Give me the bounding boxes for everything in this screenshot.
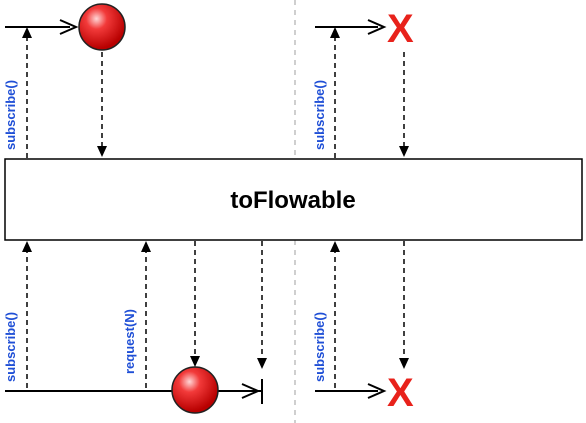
right-bottom-subscribe-arrow	[330, 241, 340, 388]
left-top-emission-arrow	[97, 52, 107, 157]
right-source-timeline	[315, 19, 387, 35]
result-item-marble	[171, 366, 219, 414]
left-bottom-subscribe-label: subscribe()	[3, 312, 18, 382]
left-result-timeline	[5, 379, 263, 404]
request-label: request(N)	[122, 309, 137, 374]
right-top-subscribe-label: subscribe()	[312, 80, 327, 150]
result-complete-arrow	[257, 241, 267, 369]
right-bottom-subscribe-label: subscribe()	[312, 312, 327, 382]
left-bottom-subscribe-arrow	[22, 241, 32, 388]
source-item-marble	[78, 3, 126, 51]
left-top-subscribe-arrow	[22, 27, 32, 158]
right-bottom-error-arrow	[399, 241, 409, 369]
right-top-error-arrow	[399, 52, 409, 157]
right-top-subscribe-arrow	[330, 27, 340, 158]
result-error-marker: X	[387, 371, 414, 415]
right-result-timeline	[315, 383, 387, 399]
source-error-marker: X	[387, 7, 414, 51]
left-source-timeline	[5, 19, 79, 35]
request-arrow	[141, 241, 151, 388]
operator-box	[4, 158, 583, 241]
result-emission-arrow	[190, 241, 200, 367]
left-top-subscribe-label: subscribe()	[3, 80, 18, 150]
operator-label: toFlowable	[230, 187, 355, 214]
